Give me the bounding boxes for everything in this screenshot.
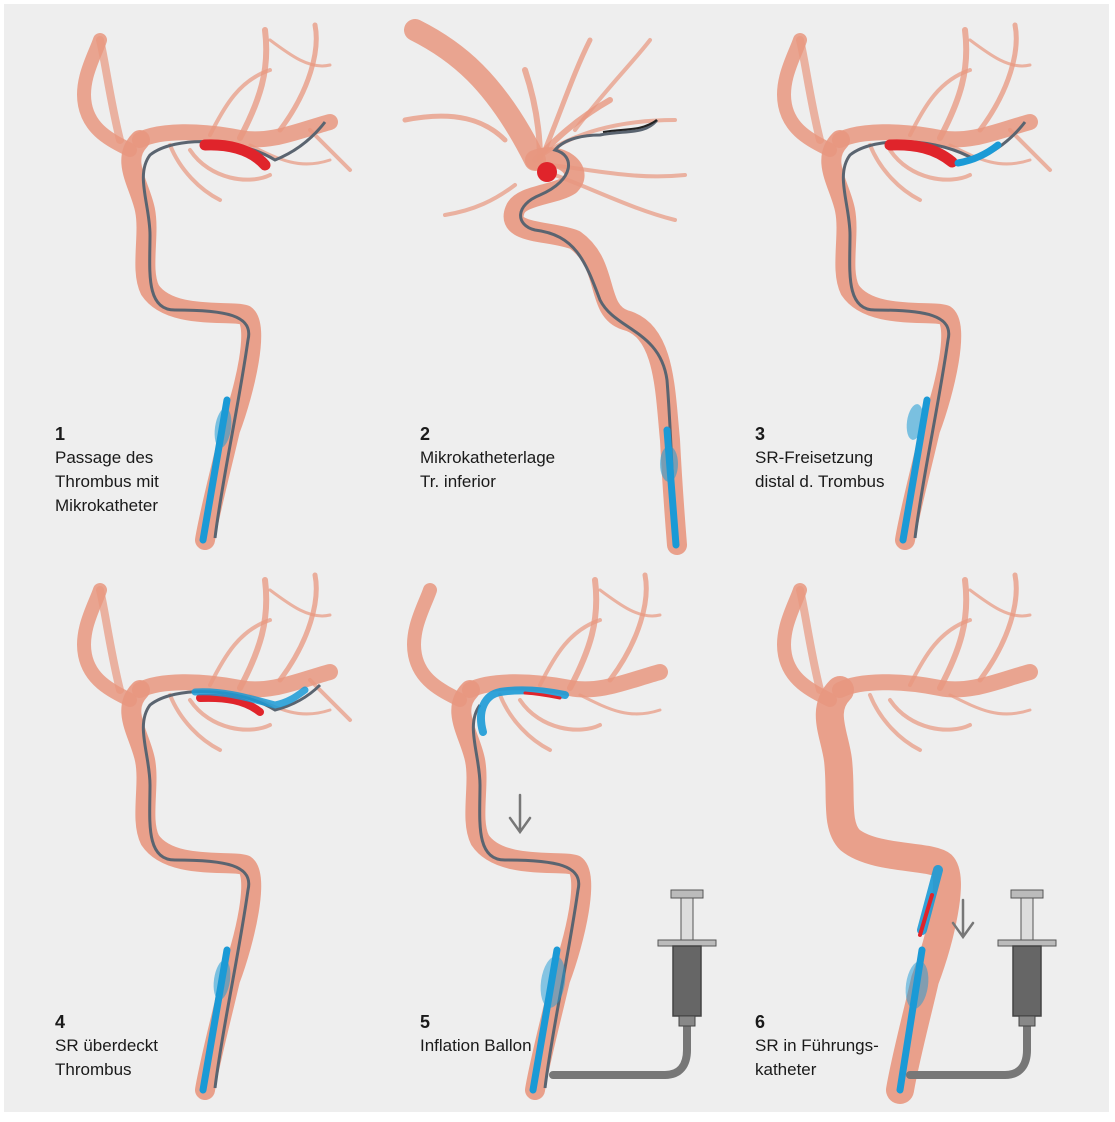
panel-3-caption: SR-Freisetzung distal d. Trombus (755, 446, 884, 494)
panel-1-number: 1 (55, 422, 159, 446)
syringe-icon (998, 890, 1056, 1026)
panel-3: 3 SR-Freisetzung distal d. Trombus (710, 10, 1055, 550)
panel-2-number: 2 (420, 422, 555, 446)
panel-2: 2 Mikrokatheterlage Tr. inferior (375, 10, 720, 550)
panel-2-label: 2 Mikrokatheterlage Tr. inferior (420, 422, 555, 494)
panel-3-number: 3 (755, 422, 884, 446)
panel-6-caption: SR in Führungs- katheter (755, 1034, 879, 1082)
panel-1-label: 1 Passage des Thrombus mit Mikrokatheter (55, 422, 159, 518)
panel-6-number: 6 (755, 1010, 879, 1034)
panel-6-label: 6 SR in Führungs- katheter (755, 1010, 879, 1082)
panel-4-label: 4 SR überdeckt Thrombus (55, 1010, 158, 1082)
panel-3-label: 3 SR-Freisetzung distal d. Trombus (755, 422, 884, 494)
syringe-icon (658, 890, 716, 1026)
panel-4-number: 4 (55, 1010, 158, 1034)
panel-1-caption: Passage des Thrombus mit Mikrokatheter (55, 446, 159, 518)
panel-5-number: 5 (420, 1010, 532, 1034)
down-arrow-icon (510, 795, 530, 832)
panel-2-caption: Mikrokatheterlage Tr. inferior (420, 446, 555, 494)
panel-5-caption: Inflation Ballon (420, 1034, 532, 1058)
panel-6: 6 SR in Führungs- katheter (710, 560, 1055, 1100)
panel-4-caption: SR überdeckt Thrombus (55, 1034, 158, 1082)
panel-5: 5 Inflation Ballon (375, 560, 720, 1100)
panel-1: 1 Passage des Thrombus mit Mikrokatheter (10, 10, 355, 550)
panel-4: 4 SR überdeckt Thrombus (10, 560, 355, 1100)
panel-5-label: 5 Inflation Ballon (420, 1010, 532, 1058)
